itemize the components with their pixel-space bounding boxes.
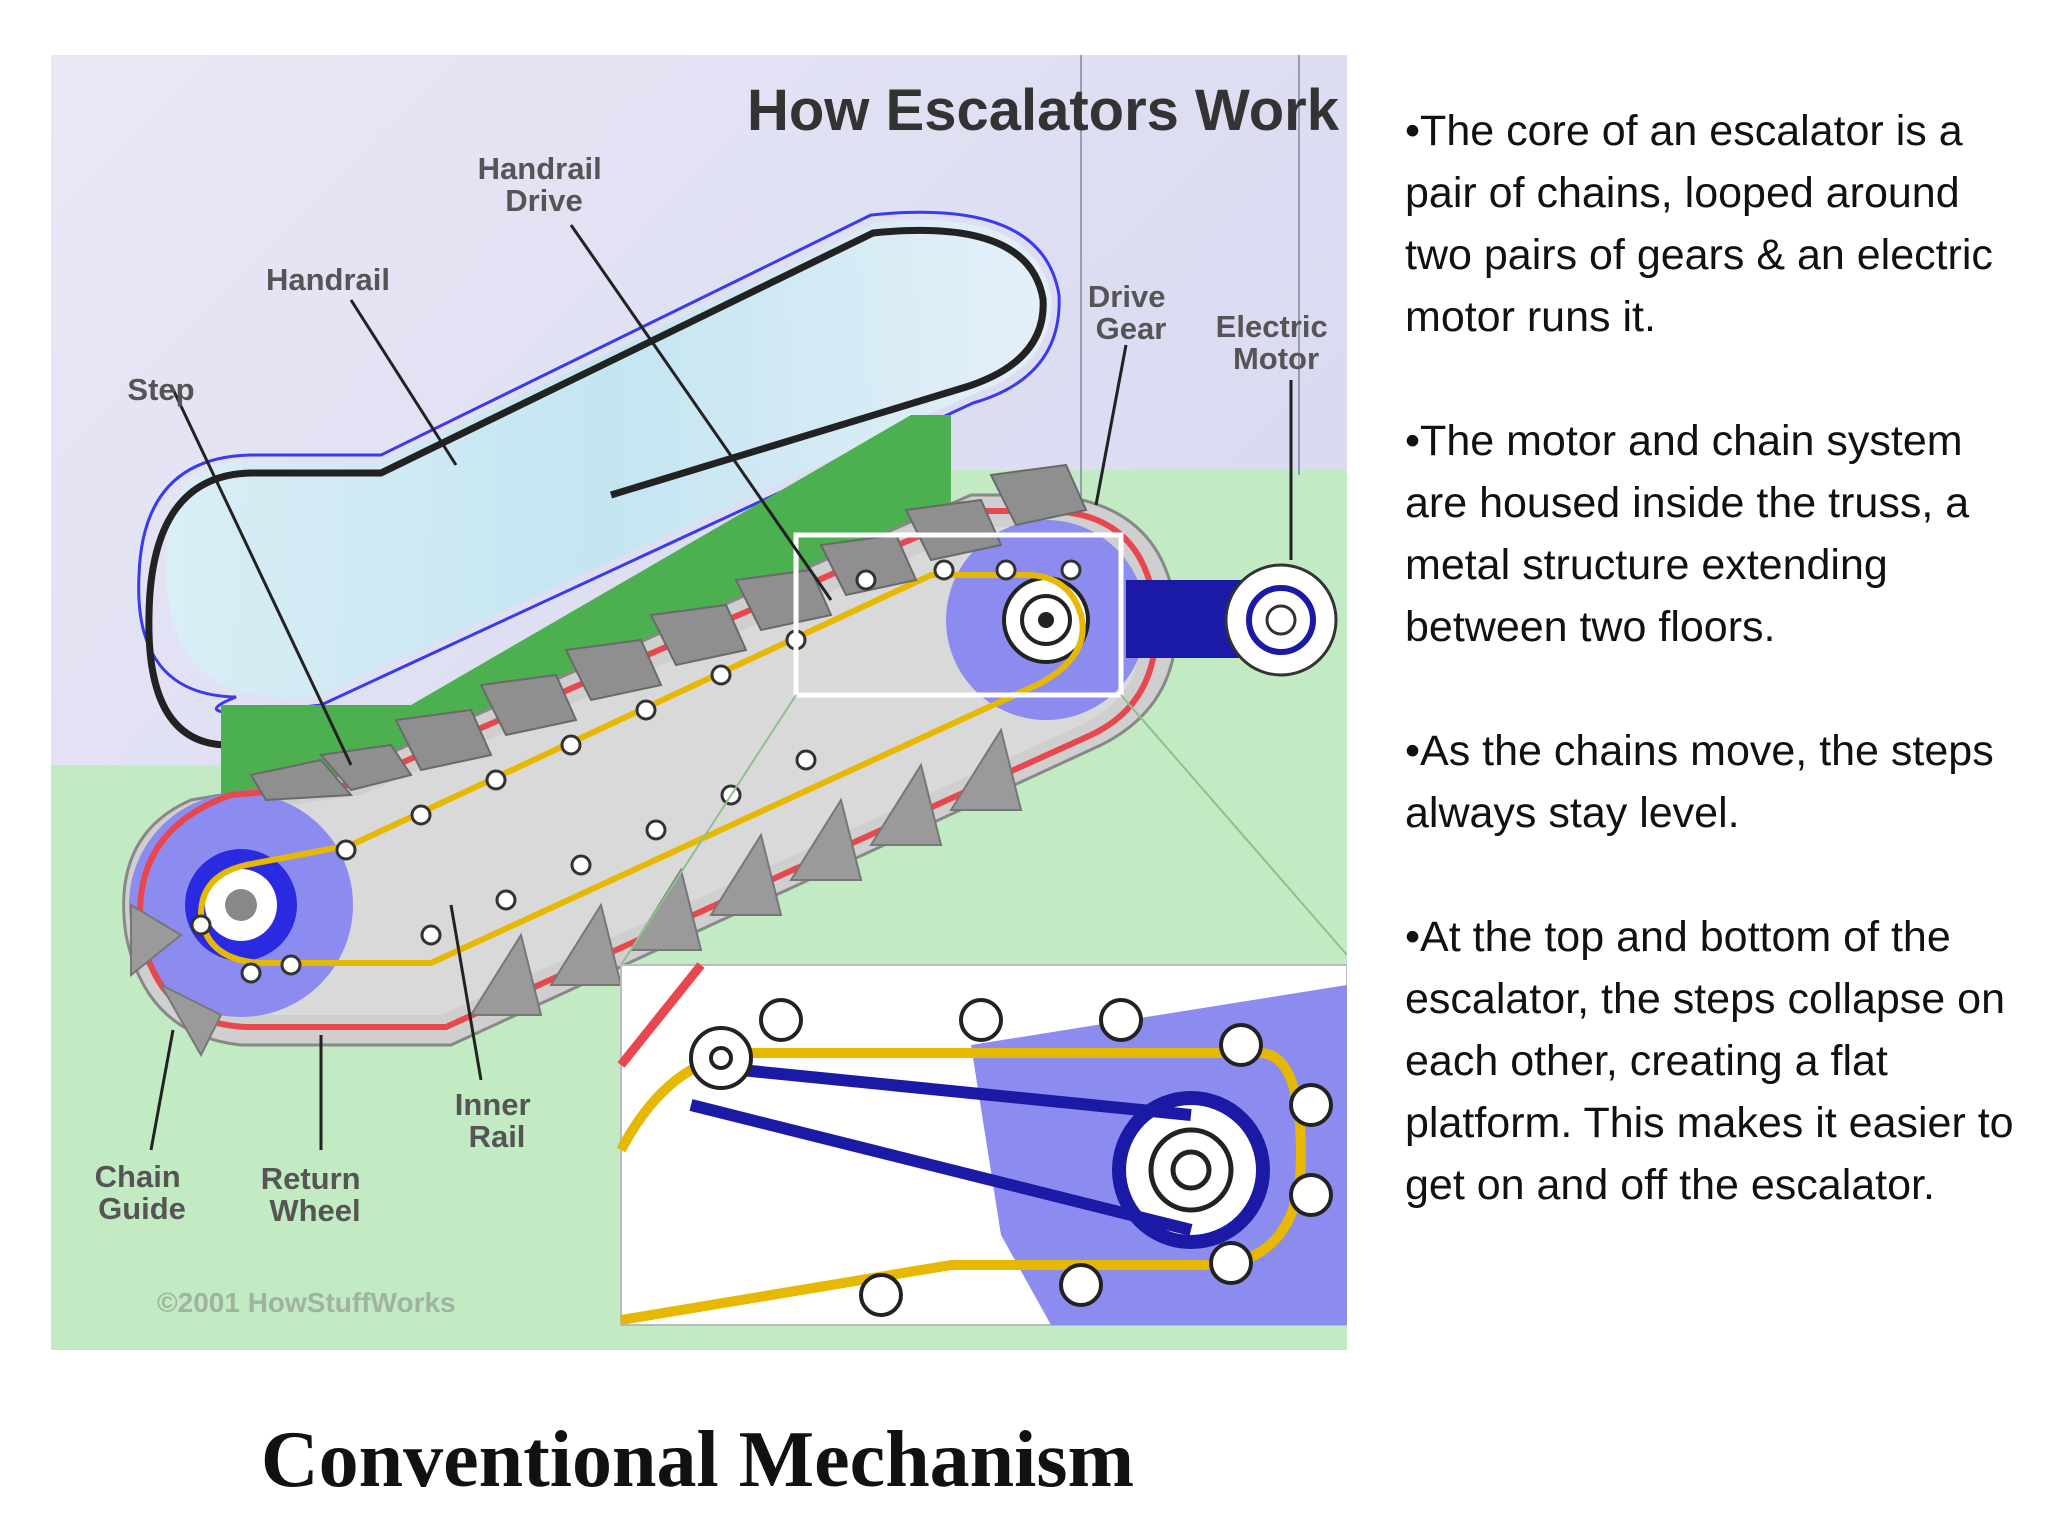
slide-caption: Conventional Mechanism	[260, 1416, 1135, 1504]
label-chain-guide: Chain Guide	[95, 1159, 190, 1226]
zoom-inset	[616, 962, 1347, 1326]
balustrade-glass	[165, 220, 1052, 698]
electric-motor	[1126, 563, 1338, 677]
inner-rail	[197, 572, 1086, 966]
copyright-notice: ©2001 HowStuffWorks	[157, 1287, 456, 1318]
chain-loop-inner	[159, 527, 1142, 1015]
label-step: Step	[127, 372, 194, 407]
step-rollers	[190, 559, 1082, 984]
label-drive-gear: Drive Gear	[1088, 279, 1174, 346]
label-handrail: Handrail	[266, 262, 390, 297]
label-handrail-drive: Handrail Drive	[478, 151, 611, 218]
label-return-wheel: Return Wheel	[261, 1161, 370, 1228]
bullet-item: •The core of an escalator is a pair of c…	[1405, 107, 1993, 341]
label-electric-motor: Electric Motor	[1216, 309, 1337, 376]
upper-steps	[249, 463, 1088, 802]
step-chain	[137, 508, 1160, 1030]
label-inner-rail: Inner Rail	[455, 1087, 539, 1154]
return-steps	[130, 727, 1023, 1058]
bullet-item: •The motor and chain system are housed i…	[1405, 417, 1970, 651]
diagram-title: How Escalators Work	[747, 78, 1340, 143]
leader-lines	[149, 224, 1293, 1151]
handrail	[145, 226, 1047, 749]
bullet-list: •The core of an escalator is a pair of c…	[1405, 100, 2025, 1278]
escalator-diagram: How Escalators Work Handrail Drive Handr…	[51, 55, 1347, 1350]
bullet-item: •As the chains move, the steps always st…	[1405, 727, 1994, 837]
bullet-item: •At the top and bottom of the escalator,…	[1405, 913, 2014, 1209]
zoom-highlight-box	[793, 532, 1124, 698]
